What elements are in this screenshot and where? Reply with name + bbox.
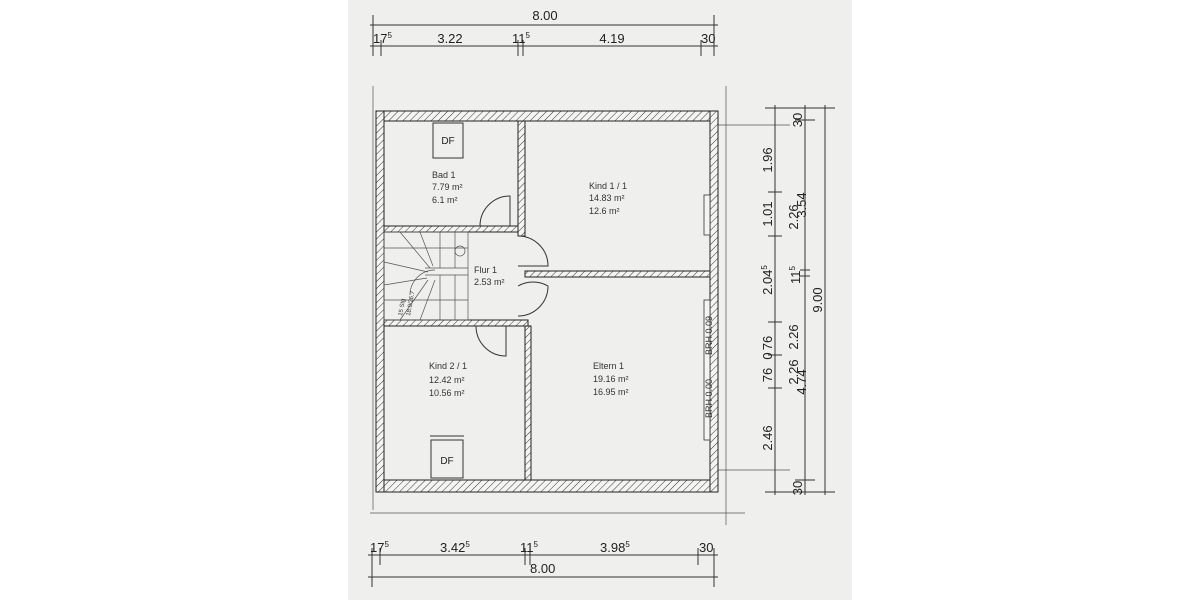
top-total-dimension: 8.00 <box>532 8 557 23</box>
svg-text:19.16 m²: 19.16 m² <box>593 374 629 384</box>
window <box>703 194 711 236</box>
right-dimension-chain: 1.96 1.01 2.045 76 0 76 2.46 30 30 2.26 … <box>760 105 835 495</box>
bottom-dimension-chain: 175 3.425 115 3.985 30 8.00 <box>368 540 718 587</box>
svg-text:12.42 m²: 12.42 m² <box>429 375 465 385</box>
svg-text:2.045: 2.045 <box>760 265 775 295</box>
svg-text:12.6 m²: 12.6 m² <box>589 206 620 216</box>
svg-text:76: 76 <box>760 368 775 382</box>
walls <box>375 110 719 493</box>
bottom-total-dimension: 8.00 <box>530 561 555 576</box>
svg-text:2.26: 2.26 <box>786 204 801 229</box>
window-sill-label: BRH 0.09 <box>704 316 714 355</box>
svg-text:Kind 1 / 1: Kind 1 / 1 <box>589 181 627 191</box>
stair-steps-label: 15 Stg <box>398 298 407 316</box>
svg-text:30: 30 <box>790 113 805 127</box>
svg-text:30: 30 <box>790 481 805 495</box>
svg-text:DF: DF <box>441 136 454 147</box>
svg-text:3.425: 3.425 <box>440 540 470 555</box>
room-bad: Bad 1 7.79 m² 6.1 m² <box>432 170 463 205</box>
dim-label: 175 <box>373 31 392 46</box>
svg-text:30: 30 <box>699 540 713 555</box>
svg-text:2.26: 2.26 <box>786 359 801 384</box>
svg-text:3.54: 3.54 <box>794 192 809 217</box>
window-sill-label: BRH 0.00 <box>704 379 714 418</box>
svg-text:DF: DF <box>440 456 453 467</box>
svg-text:Flur 1: Flur 1 <box>474 265 497 275</box>
dim-label: 4.19 <box>599 31 624 46</box>
svg-text:3.985: 3.985 <box>600 540 630 555</box>
svg-text:115: 115 <box>788 265 803 284</box>
room-kind-1: Kind 1 / 1 14.83 m² 12.6 m² <box>589 181 627 216</box>
svg-text:175: 175 <box>370 540 389 555</box>
svg-text:1.01: 1.01 <box>760 201 775 226</box>
svg-text:4.74: 4.74 <box>794 369 809 394</box>
stair: 15 Stg 18.9/26.7 <box>383 231 469 321</box>
svg-text:16.95 m²: 16.95 m² <box>593 387 629 397</box>
svg-text:0: 0 <box>760 352 775 359</box>
room-eltern: Eltern 1 19.16 m² 16.95 m² <box>593 361 629 397</box>
stair-ratio-label: 18.9/26.7 <box>406 290 416 316</box>
svg-text:2.46: 2.46 <box>760 425 775 450</box>
svg-text:Bad 1: Bad 1 <box>432 170 456 180</box>
top-dimension-chain: 8.00 175 3.22 115 4.19 30 <box>370 8 718 56</box>
svg-text:115: 115 <box>520 540 539 555</box>
dim-label: 30 <box>701 31 715 46</box>
window <box>703 299 711 441</box>
svg-text:2.53 m²: 2.53 m² <box>474 277 505 287</box>
svg-text:6.1 m²: 6.1 m² <box>432 195 458 205</box>
skylight-1: DF <box>432 122 464 159</box>
svg-text:7.79 m²: 7.79 m² <box>432 182 463 192</box>
svg-text:Kind 2 / 1: Kind 2 / 1 <box>429 361 467 371</box>
svg-text:2.26: 2.26 <box>786 324 801 349</box>
right-total-dimension: 9.00 <box>810 287 825 312</box>
svg-text:76: 76 <box>760 336 775 350</box>
skylight-2: DF <box>430 435 464 479</box>
dim-label: 115 <box>512 31 531 46</box>
reference-lines <box>370 86 790 525</box>
svg-text:10.56 m²: 10.56 m² <box>429 388 465 398</box>
svg-text:14.83 m²: 14.83 m² <box>589 193 625 203</box>
room-kind-2: Kind 2 / 1 12.42 m² 10.56 m² <box>429 361 467 398</box>
doors <box>475 195 549 357</box>
svg-text:1.96: 1.96 <box>760 147 775 172</box>
room-flur: Flur 1 2.53 m² <box>474 265 505 287</box>
dim-label: 3.22 <box>437 31 462 46</box>
svg-text:Eltern 1: Eltern 1 <box>593 361 624 371</box>
